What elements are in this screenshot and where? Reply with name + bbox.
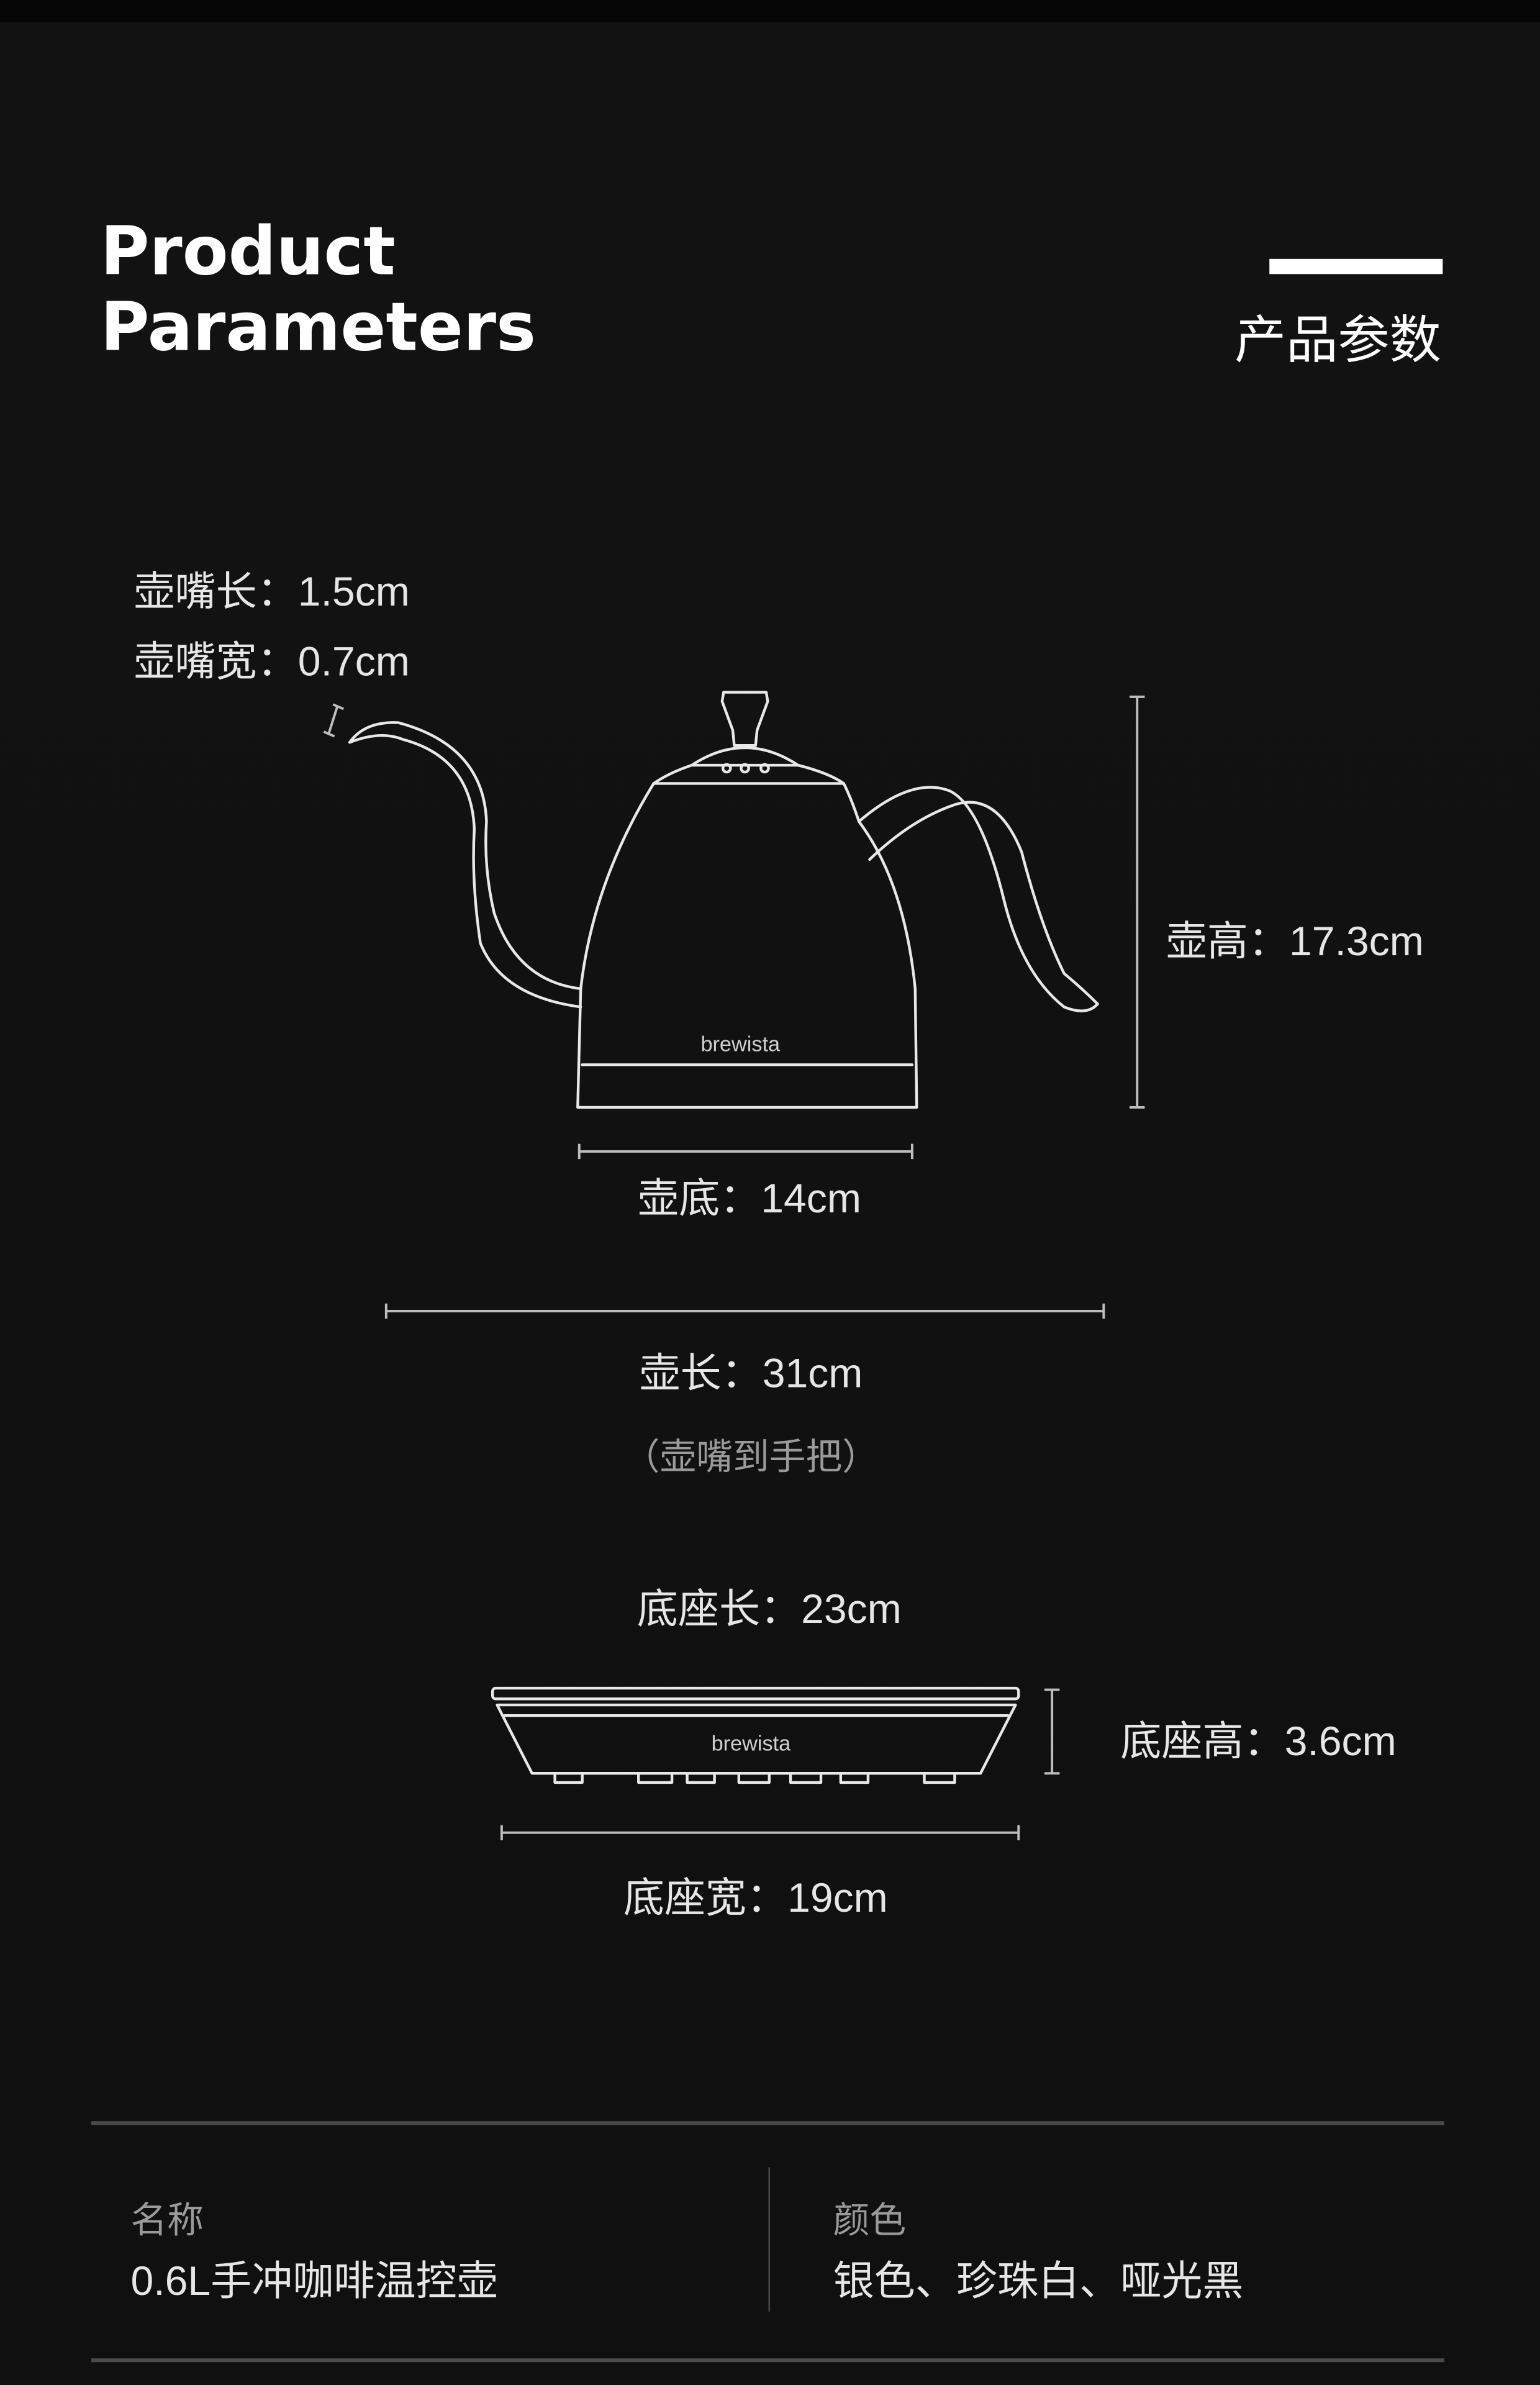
base-height-label: 底座高：3.6cm	[1120, 1719, 1396, 1765]
kettle-length-label: 壶长：31cm	[639, 1350, 863, 1396]
title-line-2: Parameters	[101, 289, 537, 366]
height-dimension-line	[1129, 695, 1145, 1109]
base-brand-logo: brewista	[712, 1732, 792, 1755]
kettle-bottom-label: 壶底：14cm	[638, 1176, 861, 1222]
spec-color-label: 颜色	[833, 2201, 906, 2241]
base-illustration: brewista	[491, 1686, 1020, 1784]
title-cn: 产品参数	[1234, 311, 1441, 369]
kettle-height-label: 壶高：17.3cm	[1166, 919, 1424, 965]
kettle-length-note: （壶嘴到手把）	[623, 1437, 879, 1478]
base-width-label: 底座宽：19cm	[623, 1875, 888, 1921]
length-dimension-line	[384, 1303, 1105, 1319]
kettle-illustration: brewista	[348, 691, 1099, 1109]
base-height-dimension-line	[1044, 1688, 1060, 1775]
spec-name-label: 名称	[131, 2201, 204, 2241]
kettle-brand-logo: brewista	[700, 1032, 781, 1056]
spout-width-label: 壶嘴宽：0.7cm	[134, 639, 409, 685]
bottom-dimension-line	[578, 1143, 913, 1160]
spec-color-value: 银色、珍珠白、哑光黑	[833, 2258, 1244, 2304]
title-accent-bar	[1269, 258, 1443, 275]
spout-length-label: 壶嘴长：1.5cm	[134, 569, 409, 615]
base-length-label: 底座长：23cm	[637, 1586, 902, 1632]
title-line-1: Product	[101, 212, 396, 290]
spout-width-marker	[323, 703, 345, 738]
spec-name-value: 0.6L手冲咖啡温控壶	[131, 2258, 498, 2304]
base-width-dimension-line	[500, 1825, 1020, 1840]
